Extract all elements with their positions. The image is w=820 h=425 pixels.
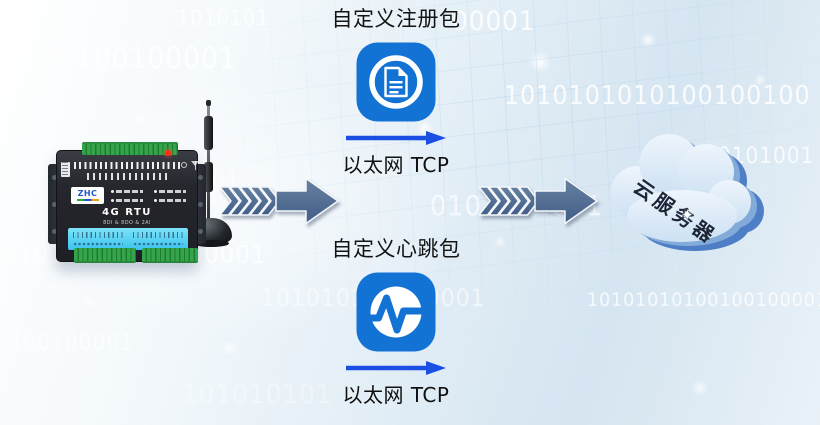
binary-string: 0: [0, 288, 9, 312]
power-led: [165, 150, 171, 156]
brand-logo-bar: [76, 199, 99, 201]
device-body: ZHC 4G RTU 8DI & 8DO & 2AI: [56, 150, 199, 262]
binary-string: 101010101: [182, 379, 333, 410]
binary-string: 10101010100100100001: [587, 289, 820, 311]
rtu-device: ZHC 4G RTU 8DI & 8DO & 2AI: [46, 100, 242, 272]
port-group: [133, 232, 183, 246]
device-label-tag: [61, 162, 70, 177]
cyan-port-strip: [68, 228, 188, 250]
binary-string: 01: [212, 168, 240, 193]
binary-string: 100100100001: [22, 41, 237, 75]
terminal-block-bottom-right: [142, 248, 198, 263]
cloud-server: 云服务器: [592, 120, 767, 274]
antenna-mark-icon: [191, 161, 199, 170]
antenna-segment: [204, 116, 213, 150]
flow-arrow-device-to-packets: [220, 177, 339, 225]
document-icon: [356, 42, 436, 122]
flow-arrow-packets-to-cloud: [479, 177, 598, 225]
register-packet-title: 自定义注册包: [331, 7, 461, 31]
heartbeat-icon: [356, 272, 436, 352]
ethernet-arrow-register: [346, 131, 446, 146]
led-label: [111, 188, 152, 195]
led-panel: [111, 188, 195, 204]
sparkle-icon: ✦: [681, 206, 694, 224]
ethernet-arrow-heartbeat: [346, 361, 446, 376]
terminal-block-top: [82, 142, 178, 155]
binary-string: 1010101010100100100: [504, 81, 811, 111]
antenna-segment: [204, 162, 213, 192]
heartbeat-packet-caption: 以太网 TCP: [342, 383, 450, 408]
device-model-label: 4G RTU: [102, 207, 152, 218]
reset-mark-icon: [181, 162, 187, 168]
terminal-block-bottom-left: [74, 248, 136, 263]
heartbeat-packet-group: 自定义心跳包 以太网 TCP: [328, 236, 464, 408]
binary-string: 00001: [452, 6, 536, 37]
pin-label-row: [74, 162, 180, 169]
binary-string: 0100100001: [0, 331, 134, 356]
register-packet-group: 自定义注册包 以太网 TCP: [328, 6, 464, 178]
binary-string: 1010101: [177, 6, 270, 30]
cloud-icon: 云服务器: [611, 134, 764, 251]
led-label: [111, 197, 152, 204]
pin-label-row: [87, 173, 167, 180]
brand-logo: ZHC: [71, 187, 104, 204]
led-label: [154, 197, 195, 204]
led-label: [154, 188, 195, 195]
port-group: [73, 232, 123, 246]
heartbeat-packet-title: 自定义心跳包: [331, 237, 461, 261]
device-sub-label: 8DI & 8DO & 2AI: [103, 220, 151, 226]
register-packet-caption: 以太网 TCP: [342, 153, 450, 178]
brand-logo-text: ZHC: [77, 189, 98, 198]
